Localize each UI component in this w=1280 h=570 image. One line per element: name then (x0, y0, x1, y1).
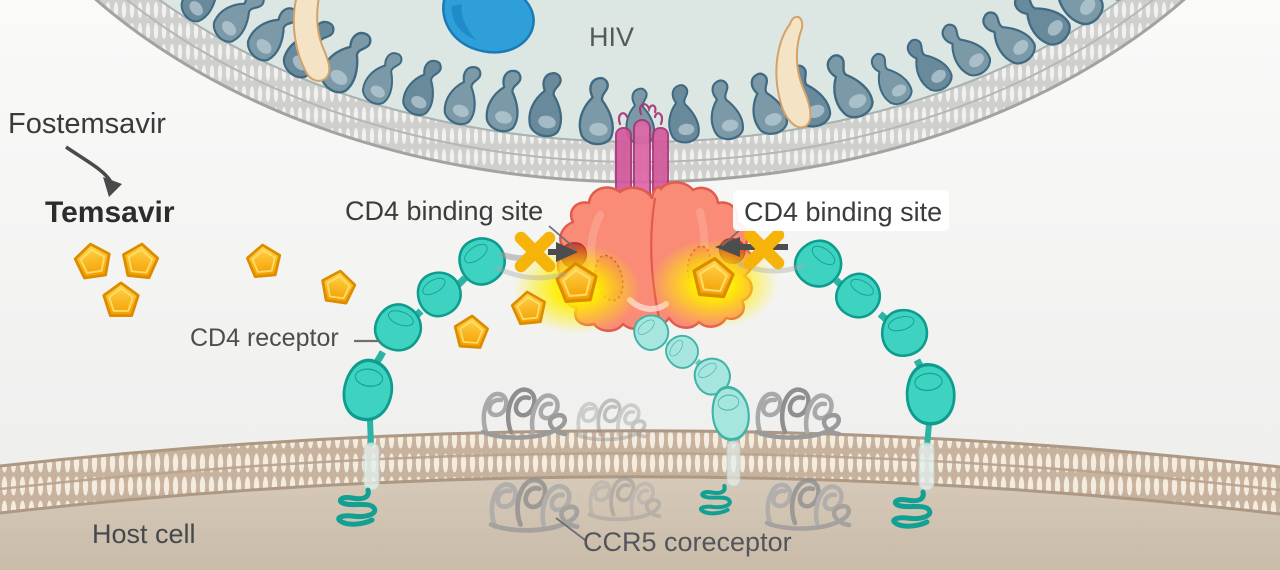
hiv-label: HIV (589, 22, 635, 52)
temsavir-label: Temsavir (45, 196, 175, 229)
hiv-virion (94, 0, 1186, 184)
cd4-receptor-center (626, 307, 754, 513)
cd4-binding-site-label-box (733, 190, 949, 231)
fostemsavir-label: Fostemsavir (8, 108, 166, 140)
cd4-binding-site-label-right: CD4 binding site (744, 197, 943, 227)
arrow-left (548, 242, 578, 262)
virus-protein-stick-left (292, 0, 331, 82)
host-cell-label: Host cell (92, 519, 196, 549)
arrow-right (715, 237, 788, 257)
host-cell-interior (0, 476, 1280, 570)
virus-core-blob (442, 0, 535, 54)
cd4-binding-site-label-left: CD4 binding site (345, 196, 544, 226)
gp41-stalks (615, 103, 669, 231)
virus-core-shadow (451, 4, 476, 40)
blocked-binding-arrows (494, 235, 805, 281)
cd4-receptor-left (339, 228, 515, 524)
fostemsavir-to-temsavir-arrow (65, 145, 122, 197)
virus-protein-stick-right (775, 15, 812, 129)
ccr5-coreceptor-label: CCR5 coreceptor (583, 527, 792, 557)
cd4-receptor-right (785, 230, 959, 526)
cd4-receptor-label: CD4 receptor (190, 324, 339, 352)
